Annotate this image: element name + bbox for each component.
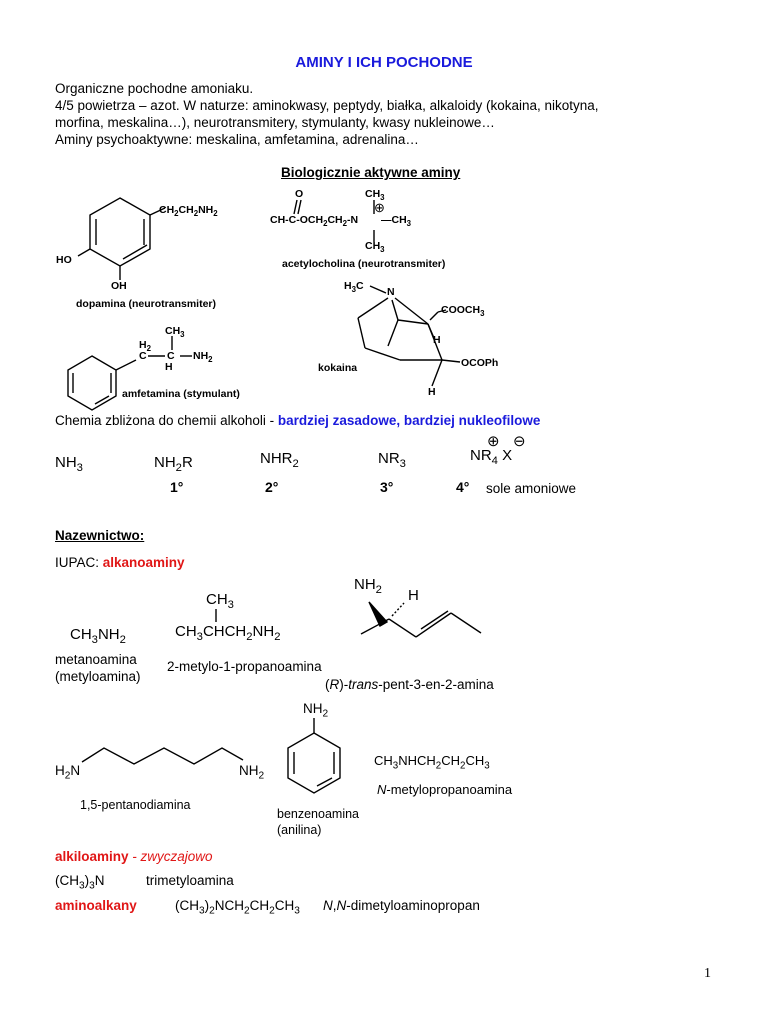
sole-amoniowe: sole amoniowe (486, 481, 577, 496)
iupac-term: alkanoaminy (102, 555, 185, 570)
iupac-line: IUPAC: alkanoaminy (55, 554, 185, 571)
acetylcholine-plus: ⊕ (374, 200, 385, 215)
dopamine-caption: dopamina (neurotransmiter) (76, 298, 217, 310)
cocaine-caption: kokaina (318, 362, 358, 374)
class-nhr2: NHR2 (260, 450, 299, 470)
dopamine-chain: CH2CH2NH2 (159, 204, 218, 219)
cocaine-ocoph: OCOPh (461, 357, 499, 369)
metanoamina: metanoamina (55, 652, 137, 667)
acetylcholine-caption: acetylocholina (neurotransmiter) (282, 258, 446, 270)
amphetamine-h2: H2 (139, 339, 151, 354)
aniline-anilina: (anilina) (277, 823, 322, 837)
class-nr3: NR3 (378, 450, 406, 470)
pentenamine-name: (R)-trans-pent-3-en-2-amina (325, 677, 494, 692)
pentenamine-trans: trans (348, 677, 379, 692)
class-minus: ⊖ (513, 433, 526, 450)
pentenamine-h: H (408, 587, 419, 604)
aminoalkanes-formula: (CH3)2NCH2CH2CH3 (175, 898, 300, 917)
cocaine-cooch3: COOCH3 (441, 304, 485, 319)
degree-2: 2° (265, 479, 279, 495)
pentenamine-rest: -pent-3-en-2-amina (378, 677, 494, 692)
acetylcholine-ch3-top: CH3 (365, 188, 385, 203)
class-nh3: NH3 (55, 454, 83, 474)
dopamine-oh: OH (111, 280, 127, 292)
aminoalkanes-name: N,N-dimetyloaminopropan (323, 898, 480, 913)
chemistry-line: Chemia zbliżona do chemii alkoholi - bar… (55, 412, 540, 429)
pentanediamine-name: 1,5-pentanodiamina (80, 798, 191, 812)
amphetamine-ch3: CH3 (165, 325, 185, 340)
pentenamine-r: R (329, 677, 340, 692)
branch-ch3: CH3 (206, 591, 234, 611)
pentanediamine-h2n: H2N (55, 763, 81, 782)
class-nr4x: NR4 X (470, 447, 513, 467)
intro-line-1: Organiczne pochodne amoniaku. (55, 81, 254, 96)
pentanediamine-nh2: NH2 (239, 763, 265, 782)
methylpropanamine-name: N-metylopropanoamina (377, 781, 512, 798)
methylpropanamine-n: N (377, 782, 387, 797)
amphetamine-nh2: NH2 (193, 350, 213, 365)
page-title: AMINY I ICH POCHODNE (295, 54, 473, 71)
degree-3: 3° (380, 479, 394, 495)
alkylamines-line: alkiloaminy - zwyczajowo (55, 848, 213, 865)
iupac-prefix: IUPAC: (55, 555, 103, 570)
trimethylamine-name: trimetyloamina (146, 873, 234, 888)
acetylcholine-ch3-right: —CH3 (381, 214, 412, 229)
amphetamine-c1: C (139, 350, 147, 362)
ch3chch2nh2: CH3CHCH2NH2 (175, 623, 281, 643)
aminoalkanes-term: aminoalkany (55, 898, 137, 913)
naming-header: Nazewnictwo: (55, 528, 145, 543)
cocaine-h2: H (428, 386, 436, 398)
intro-line-2: 4/5 powietrza – azot. W naturze: aminokw… (55, 98, 599, 113)
acetylcholine-formula: CH-C-OCH2CH2-N (270, 214, 359, 229)
ch3nh2: CH3NH2 (70, 626, 126, 646)
trimethylamine-formula: (CH3)3N (55, 873, 105, 892)
intro-line-3: morfina, meskalina…), neurotransmitery, … (55, 115, 495, 130)
bio-header: Biologicznie aktywne aminy (281, 165, 461, 180)
metyloamina: (metyloamina) (55, 669, 141, 684)
cocaine-n: N (387, 286, 395, 298)
class-nh2r: NH2R (154, 454, 193, 474)
aminoalkanes-n2: N (336, 898, 347, 913)
cocaine-h3c: H3C (344, 280, 364, 295)
cocaine-h1: H (433, 334, 441, 346)
alkylamines-term: alkiloaminy (55, 849, 129, 864)
amphetamine-caption: amfetamina (stymulant) (122, 388, 240, 400)
chemistry-prefix: Chemia zbliżona do chemii alkoholi - (55, 413, 278, 428)
methylpropanamine-formula: CH3NHCH2CH2CH3 (374, 753, 490, 772)
chemistry-highlight: bardziej zasadowe, bardziej nukleofilowe (277, 413, 541, 428)
page-number: 1 (704, 966, 711, 981)
methylpropanamine-rest: -metylopropanoamina (386, 782, 513, 797)
dopamine-ho: HO (56, 254, 72, 266)
acetylcholine-ch3-bottom: CH3 (365, 240, 385, 255)
class-plus: ⊕ (487, 433, 500, 450)
aminoalkanes-rest: -dimetyloaminopropan (346, 898, 480, 913)
propanoamina-name: 2-metylo-1-propanoamina (167, 659, 322, 674)
intro-line-4: Aminy psychoaktywne: meskalina, amfetami… (55, 132, 419, 147)
aniline-nh2: NH2 (303, 701, 329, 720)
alkylamines-rest: - zwyczajowo (128, 849, 213, 864)
degree-1: 1° (170, 479, 184, 495)
aniline-benzenoamina: benzenoamina (277, 807, 360, 821)
degree-4: 4° (456, 479, 470, 495)
amphetamine-c2: C (167, 350, 175, 362)
aminoalkanes-n1: N (323, 898, 333, 913)
pentenamine-nh2: NH2 (354, 576, 382, 596)
acetylcholine-o: O (295, 188, 304, 200)
amphetamine-h: H (165, 361, 173, 373)
